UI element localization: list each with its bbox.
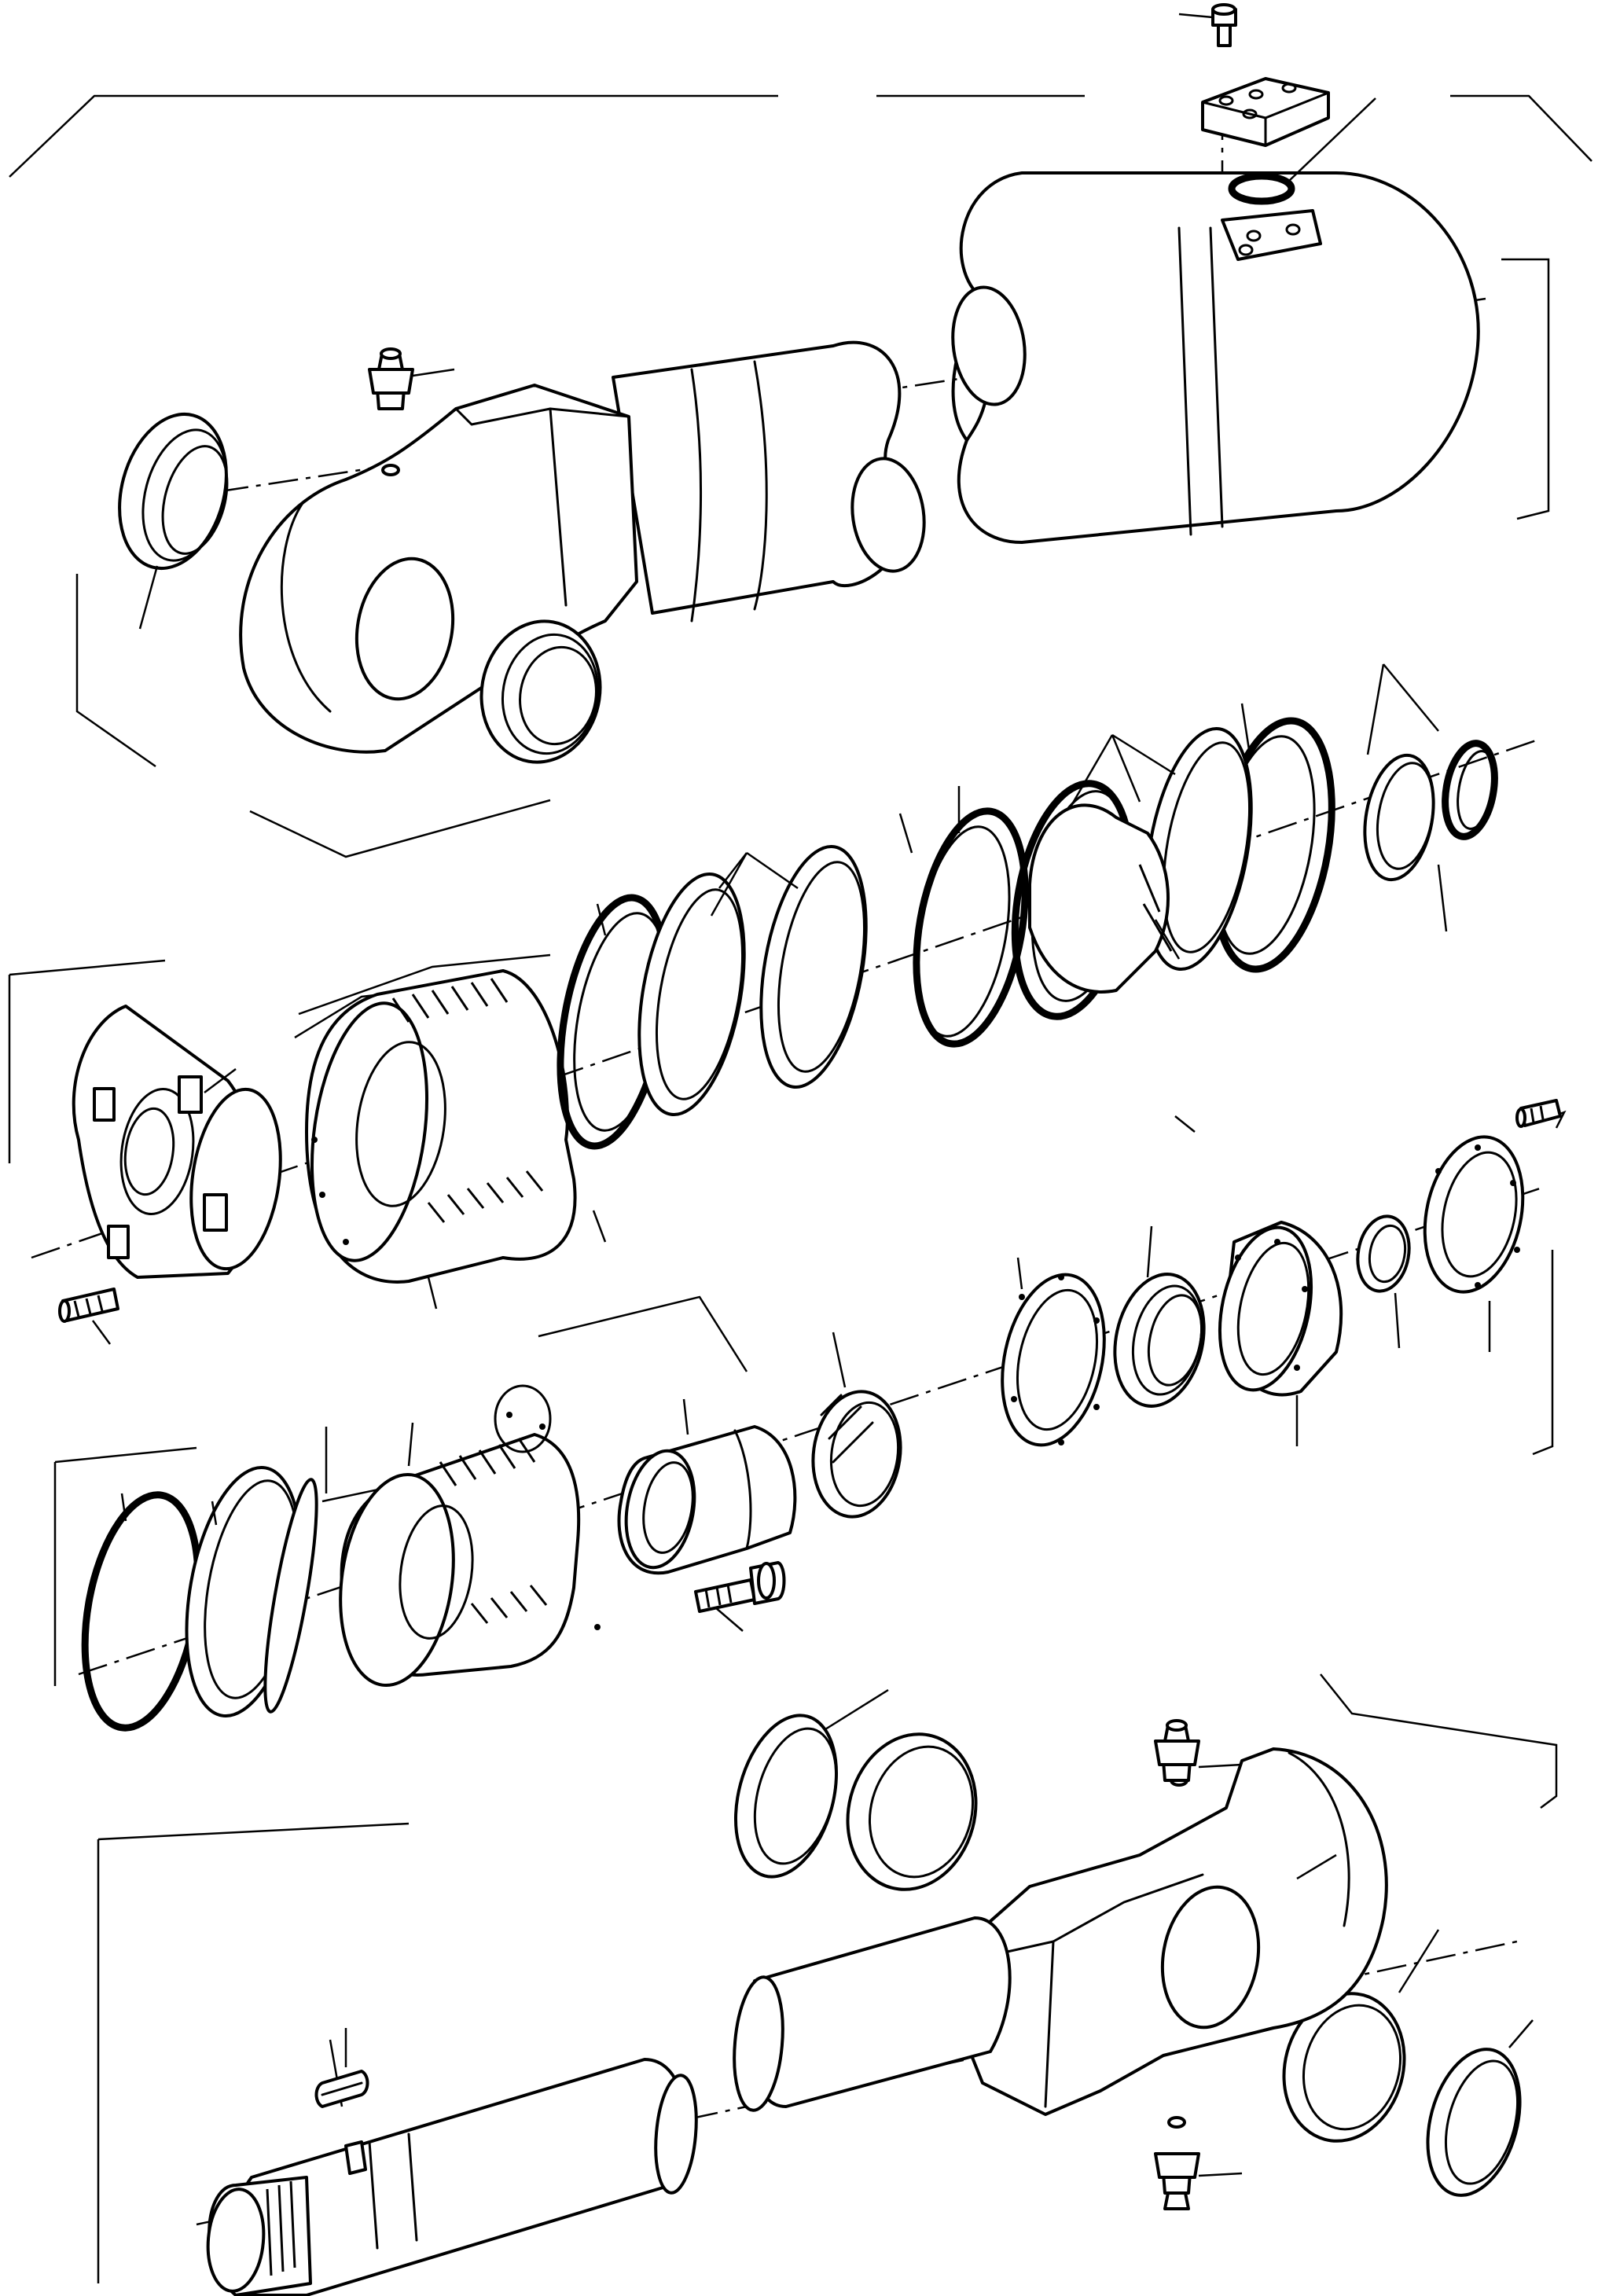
seal-ring — [557, 663, 1498, 1150]
gland-plate — [1001, 1257, 1106, 1447]
key — [314, 2028, 369, 2108]
cylinder-barrel — [612, 171, 1480, 623]
eye-bushing — [118, 412, 602, 764]
retaining-ring — [81, 1465, 318, 1732]
frame-lines — [8, 94, 1592, 2283]
rod-eye — [961, 1747, 1388, 2116]
guide-ring — [1028, 803, 1181, 994]
o-ring — [1228, 97, 1376, 205]
piston-nut — [72, 1005, 282, 1279]
cap-screw — [694, 1561, 786, 1632]
gland-head — [325, 1384, 601, 1688]
piston-rod — [206, 1916, 1012, 2296]
set-screw — [58, 1099, 1562, 1345]
flange-plate — [1178, 3, 1330, 261]
eye-bushing — [733, 1688, 1534, 2197]
wiper-seal — [1218, 1135, 1525, 1446]
rod-seal — [1113, 1225, 1206, 1408]
piston — [305, 969, 607, 1310]
guide-bush — [811, 1332, 902, 1519]
grease-nipple — [1154, 1719, 1243, 2210]
spacer-bush — [617, 1398, 797, 1575]
grease-nipple — [368, 347, 455, 476]
barrel-eye — [239, 384, 638, 754]
